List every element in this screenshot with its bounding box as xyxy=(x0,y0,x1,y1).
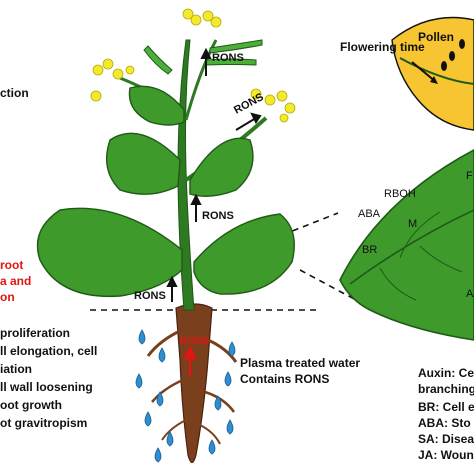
rons-label-stem: RONS xyxy=(202,210,234,222)
bullet-item: ll wall loosening xyxy=(0,380,93,394)
hormone-line: Auxin: Ce xyxy=(418,366,474,380)
leaf-zoom-panel xyxy=(339,149,474,341)
leaf-label-a: A xyxy=(466,288,474,300)
water-text-line1: Plasma treated water xyxy=(240,356,361,370)
bullet-item: ll elongation, cell xyxy=(0,344,98,358)
leaf-label-aba: ABA xyxy=(358,208,381,220)
root-rons-arrow xyxy=(183,345,197,376)
bullet-item: proliferation xyxy=(0,326,71,340)
hormone-line: SA: Disea xyxy=(418,432,474,446)
hormone-line: branching xyxy=(418,382,474,396)
left-red-line-2: a and xyxy=(0,274,32,288)
flowering-time-label: Flowering time xyxy=(340,40,425,54)
pollen-label: Pollen xyxy=(418,30,455,44)
bullet-item: oot growth xyxy=(0,398,62,412)
rons-arrows xyxy=(166,47,262,302)
rons-label-upper: RONS xyxy=(212,52,244,64)
left-red-line-1: root xyxy=(0,258,24,272)
pollen-panel xyxy=(391,16,474,131)
leaf-label-m: M xyxy=(408,218,418,230)
hormone-line: JA: Woun xyxy=(418,448,474,462)
leaf-label-br: BR xyxy=(362,244,378,256)
leaf-label-rboh: RBOH xyxy=(384,188,416,200)
seed-pods xyxy=(143,39,263,75)
flower-clusters xyxy=(90,8,296,123)
root xyxy=(146,303,238,464)
left-text-action: ction xyxy=(0,86,29,100)
water-drops xyxy=(135,329,236,463)
plant-leaves xyxy=(36,85,295,298)
bullet-item: ot gravitropism xyxy=(0,416,88,430)
hormone-line: BR: Cell e xyxy=(418,400,474,414)
hormone-line: ABA: Sto xyxy=(418,416,471,430)
left-red-line-3: on xyxy=(0,290,15,304)
leaf-label-f: F xyxy=(466,170,473,182)
branch-upper xyxy=(184,39,218,121)
water-text-line2: Contains RONS xyxy=(240,372,330,386)
bullet-item: iation xyxy=(0,362,32,376)
root-rons-label: RONS xyxy=(180,336,209,347)
rons-label-base: RONS xyxy=(134,290,166,302)
